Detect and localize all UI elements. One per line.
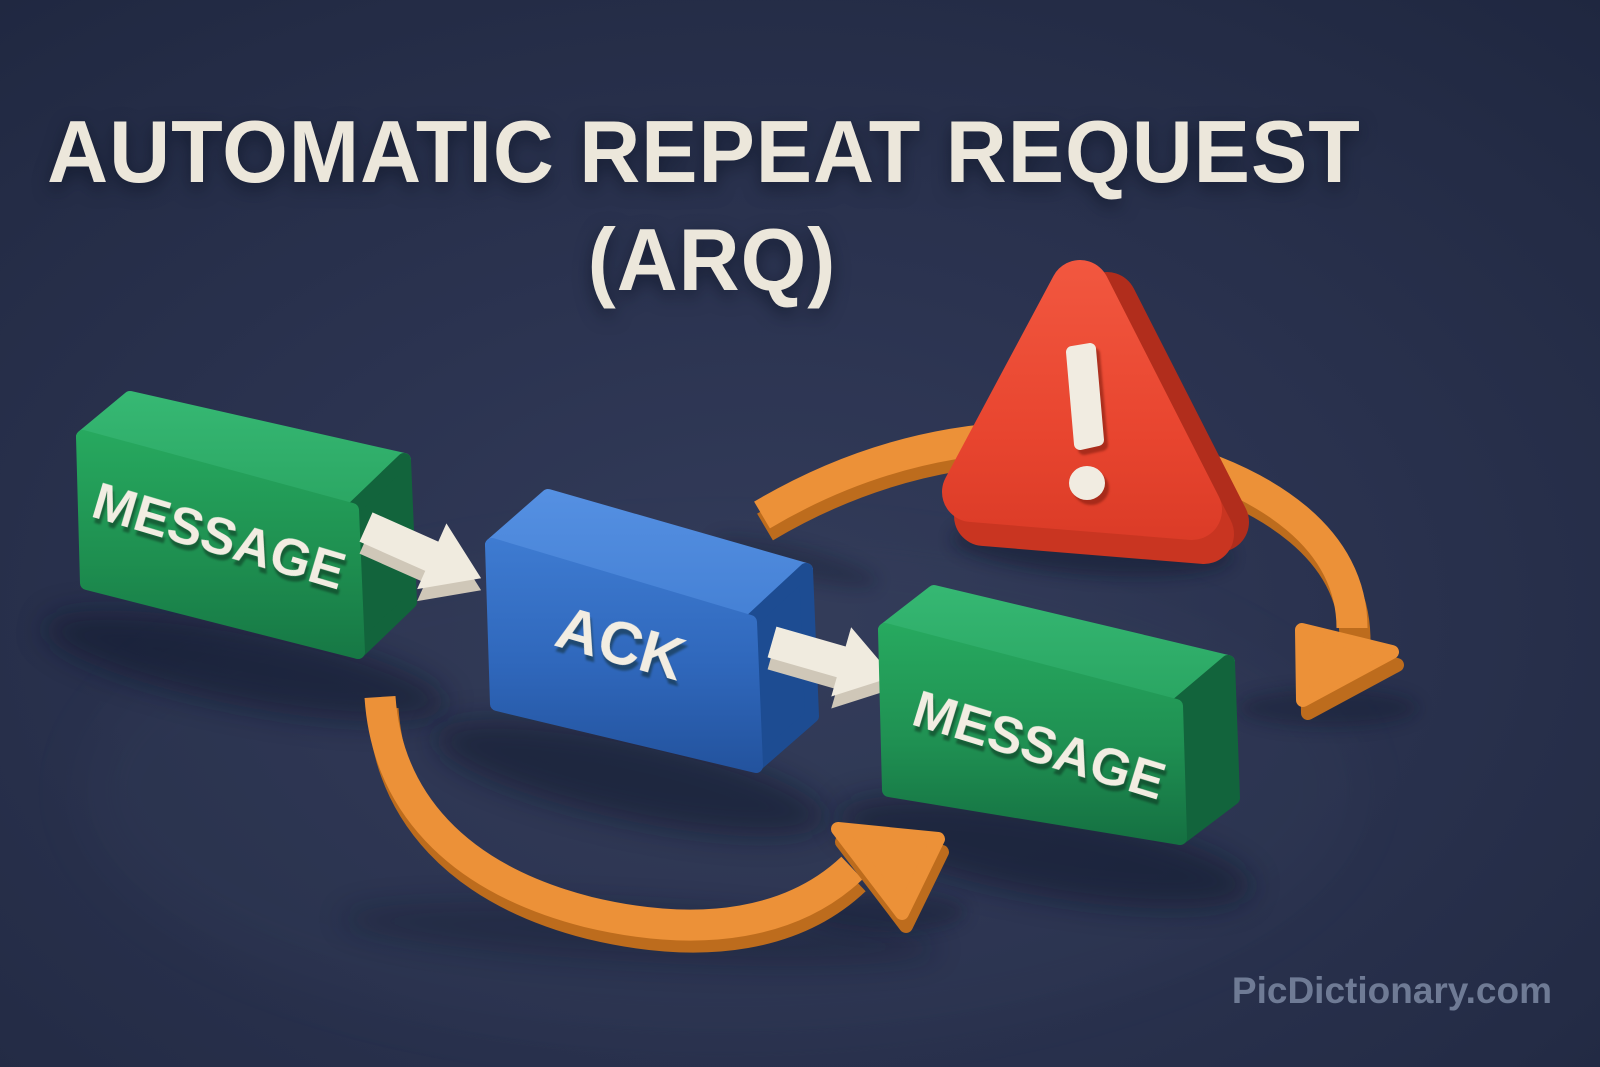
exclamation-dot [1069,466,1105,500]
receiver-message-box: MESSAGE [878,585,1240,845]
transmit-arrow-face [359,512,482,590]
sender-box-front-face [76,430,365,659]
page-title: AUTOMATIC REPEAT REQUEST (ARQ) [47,103,1361,309]
watermark: PicDictionary.com [1232,970,1552,1011]
receiver-box-front-face [878,623,1187,845]
page-title-line2: (ARQ) [588,211,837,309]
transmit-arrow-icon [359,512,482,602]
ack-box: ACK [485,489,819,773]
retry-loop-arrow-bottom [364,695,949,953]
exclamation-mark-icon [1066,343,1105,500]
page-title-line1: AUTOMATIC REPEAT REQUEST [47,103,1361,201]
warning-triangle-icon [942,260,1249,564]
loop-arrowhead-bottom [831,822,945,920]
ack-box-front-face [485,538,763,773]
loop-arc-bottom [364,695,863,941]
sender-message-box: MESSAGE [76,391,417,659]
ack-arrow-icon [767,626,894,709]
loop-arrowhead-top [1295,623,1399,707]
exclamation-bar [1066,343,1104,450]
ack-arrow-face [767,626,894,697]
